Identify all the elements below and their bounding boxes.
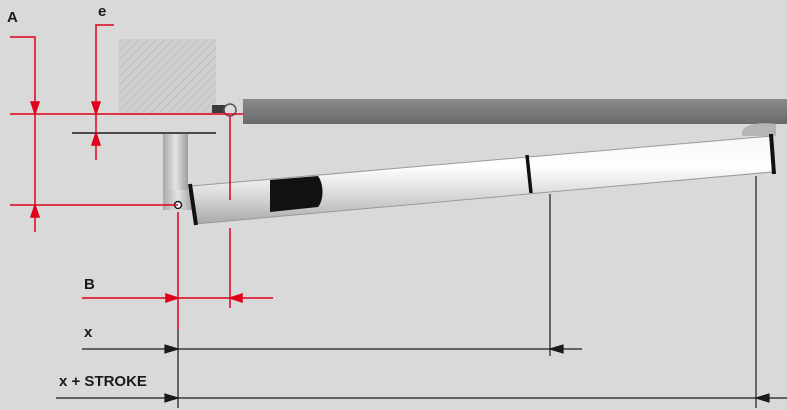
dim-b-arrow-left <box>165 292 181 304</box>
actuator-joint-ring <box>525 154 533 194</box>
rear-bracket <box>163 134 188 200</box>
gate-hinge-base <box>212 105 230 113</box>
label-x: x <box>84 324 93 341</box>
dim-x-arrow-right <box>547 344 564 354</box>
dim-x-arrow-left <box>164 344 181 354</box>
dim-e-arrow-top <box>90 101 102 117</box>
pillar <box>119 39 216 115</box>
dim-stroke-arrow-right <box>753 393 770 403</box>
dim-e-arrow-bottom <box>90 130 102 146</box>
actuator-rear-cap <box>188 183 198 226</box>
dim-a-leader <box>10 36 36 232</box>
actuator-front-cap <box>769 133 776 175</box>
dim-stroke-arrow-left <box>164 393 181 403</box>
label-b: B <box>84 276 95 293</box>
actuator-motor-band <box>270 176 323 212</box>
dim-a-arrow-top <box>29 101 41 117</box>
label-e: e <box>98 3 106 20</box>
gate-leaf <box>243 99 787 124</box>
front-bracket <box>742 123 776 136</box>
label-a: A <box>7 9 18 26</box>
dim-b-arrow-right <box>227 292 243 304</box>
dim-a-arrow-bottom <box>29 202 41 218</box>
label-x-stroke: x + STROKE <box>59 373 147 390</box>
